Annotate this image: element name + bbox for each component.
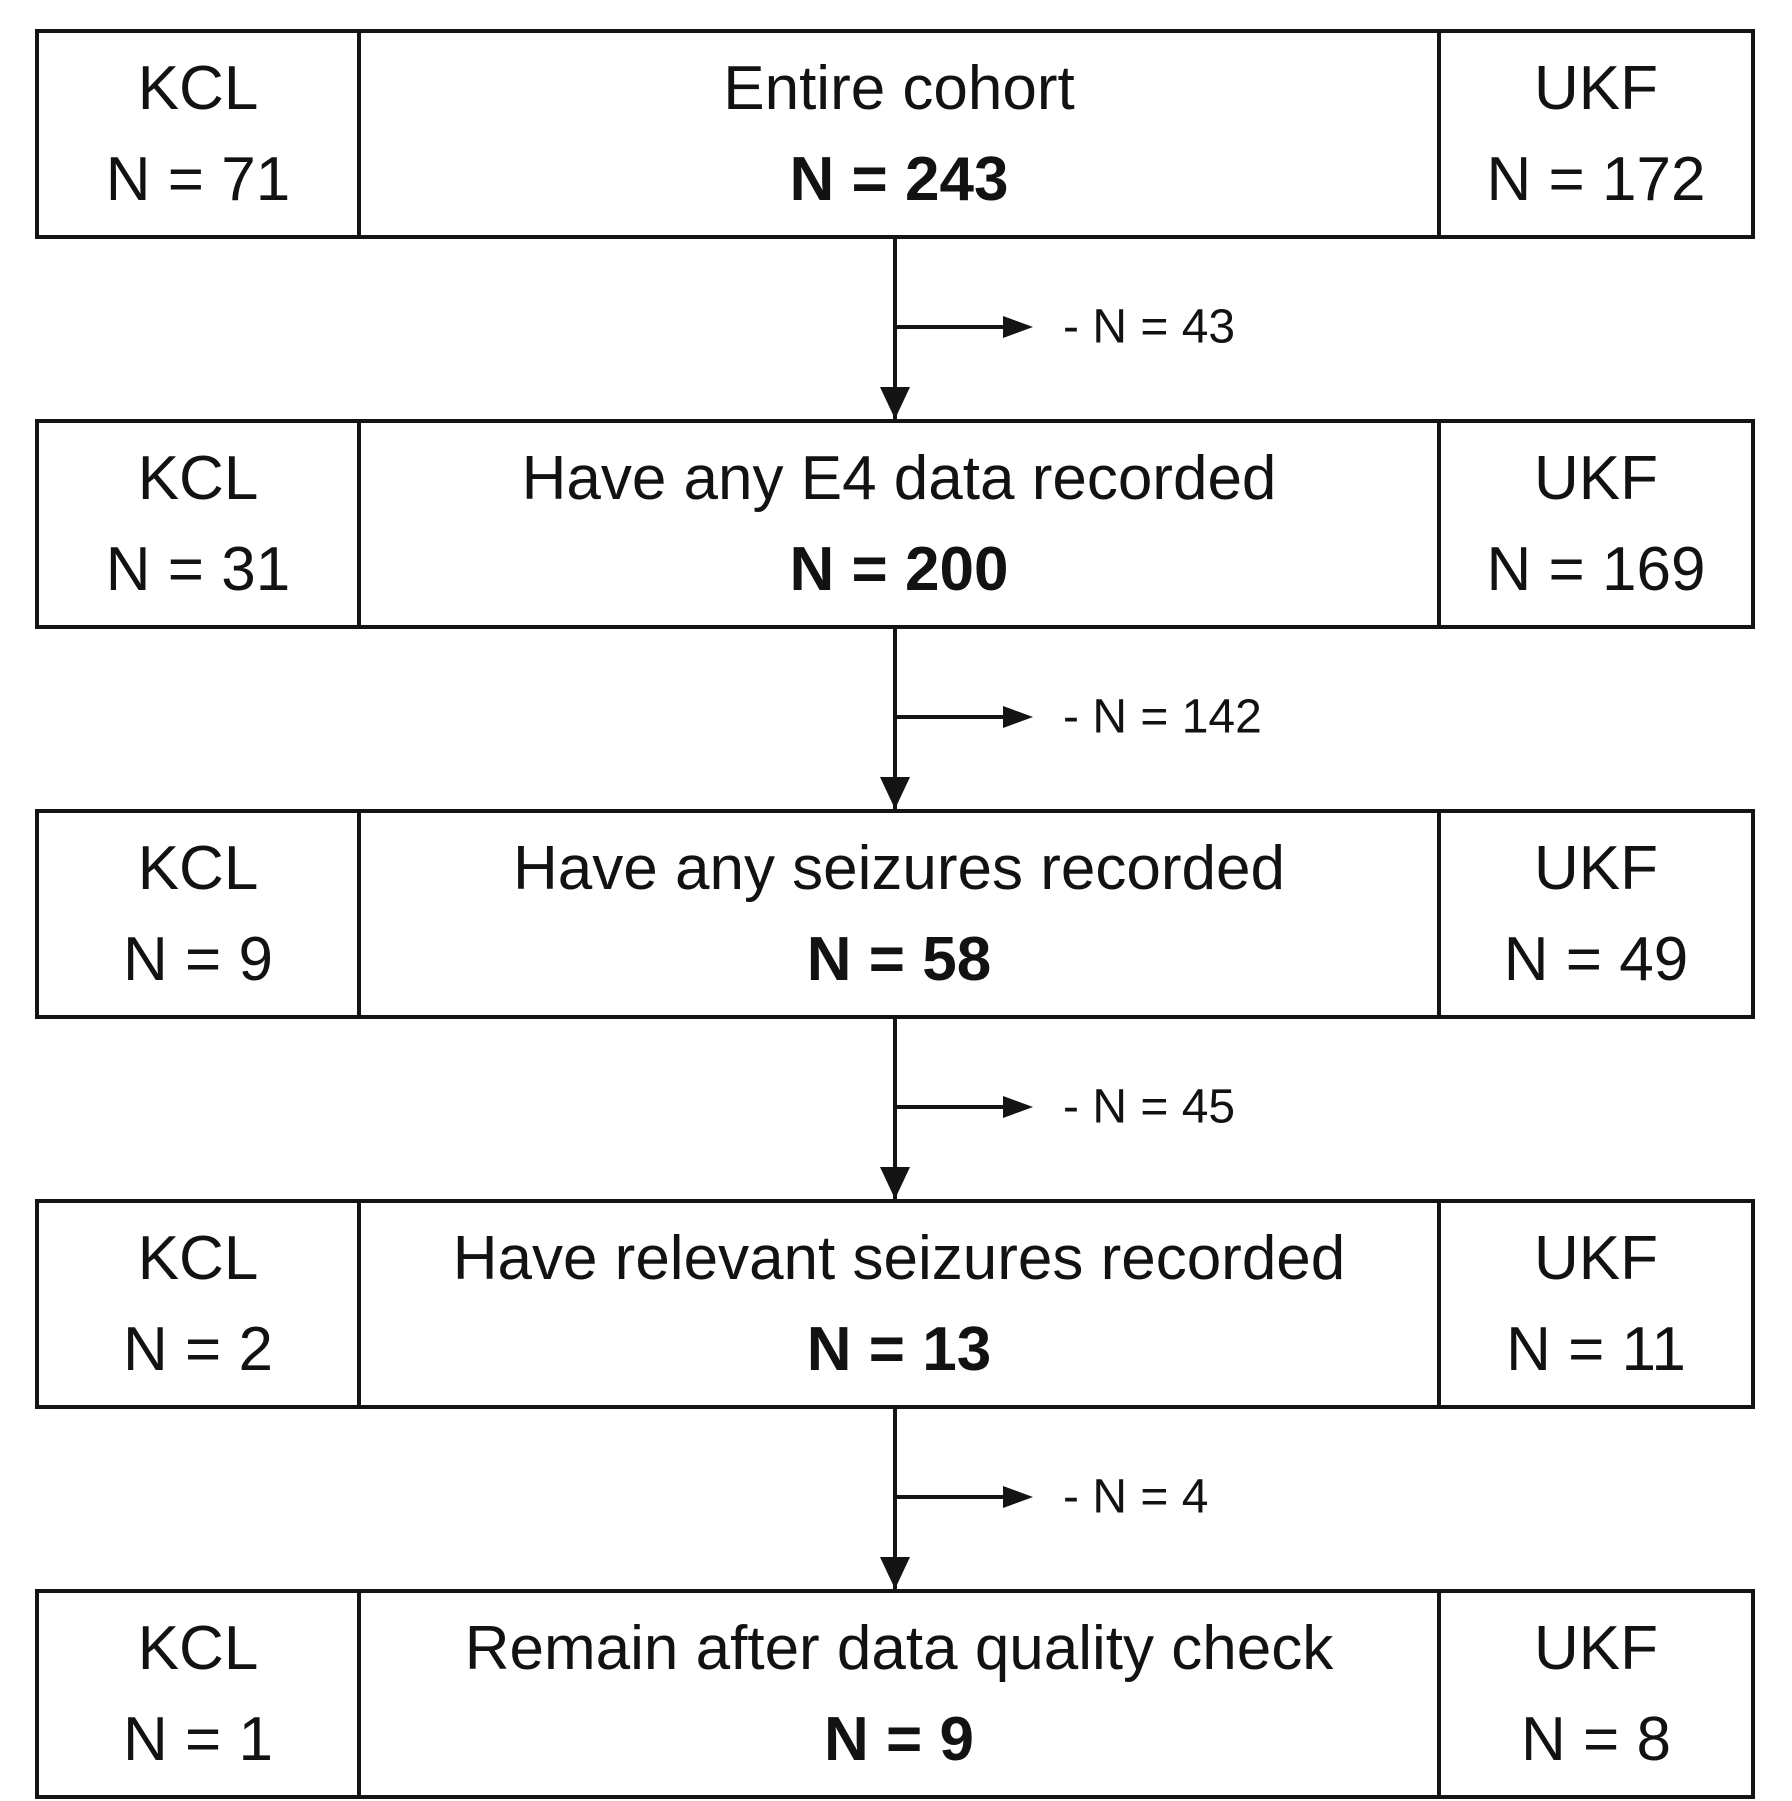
right-arrowhead-icon: [1003, 1486, 1033, 1508]
connector: - N = 142: [35, 629, 1755, 809]
ukf-cell: UKF N = 8: [1437, 1593, 1751, 1795]
right-arrowhead-icon: [1003, 316, 1033, 338]
exclusion-label: - N = 43: [1063, 300, 1236, 354]
kcl-site-label: KCL: [137, 444, 259, 513]
kcl-cell: KCL N = 2: [39, 1203, 361, 1405]
stage-box-entire-cohort: KCL N = 71 Entire cohort N = 243 UKF N =…: [35, 29, 1755, 239]
connector: - N = 45: [35, 1019, 1755, 1199]
ukf-n-value: N = 172: [1486, 145, 1706, 214]
stage-total-n: N = 9: [824, 1705, 974, 1774]
flow-arrow-line: [893, 239, 897, 419]
main-cell: Entire cohort N = 243: [361, 33, 1437, 235]
connector: - N = 4: [35, 1409, 1755, 1589]
kcl-cell: KCL N = 71: [39, 33, 361, 235]
main-cell: Remain after data quality check N = 9: [361, 1593, 1437, 1795]
main-cell: Have any E4 data recorded N = 200: [361, 423, 1437, 625]
stage-box-data-quality: KCL N = 1 Remain after data quality chec…: [35, 1589, 1755, 1799]
ukf-n-value: N = 169: [1486, 535, 1706, 604]
kcl-n-value: N = 1: [123, 1705, 273, 1774]
branch-arrow-line: [895, 715, 1003, 719]
branch-arrow-line: [895, 325, 1003, 329]
ukf-cell: UKF N = 11: [1437, 1203, 1751, 1405]
ukf-site-label: UKF: [1534, 834, 1658, 903]
right-arrowhead-icon: [1003, 706, 1033, 728]
flow-arrow-line: [893, 1409, 897, 1589]
kcl-site-label: KCL: [137, 1224, 259, 1293]
down-arrowhead-icon: [880, 1557, 910, 1589]
ukf-site-label: UKF: [1534, 1614, 1658, 1683]
flow-arrow-line: [893, 629, 897, 809]
stage-box-relevant-seizures: KCL N = 2 Have relevant seizures recorde…: [35, 1199, 1755, 1409]
kcl-n-value: N = 71: [105, 145, 291, 214]
stage-title: Have any seizures recorded: [513, 834, 1285, 903]
stage-title: Entire cohort: [723, 54, 1075, 123]
down-arrowhead-icon: [880, 387, 910, 419]
ukf-n-value: N = 11: [1506, 1315, 1686, 1384]
ukf-cell: UKF N = 172: [1437, 33, 1751, 235]
exclusion-label: - N = 45: [1063, 1080, 1236, 1134]
ukf-n-value: N = 8: [1521, 1705, 1671, 1774]
kcl-n-value: N = 9: [123, 925, 273, 994]
main-cell: Have any seizures recorded N = 58: [361, 813, 1437, 1015]
kcl-site-label: KCL: [137, 834, 259, 903]
kcl-cell: KCL N = 31: [39, 423, 361, 625]
flow-arrow-line: [893, 1019, 897, 1199]
exclusion-label: - N = 142: [1063, 690, 1262, 744]
kcl-site-label: KCL: [137, 54, 259, 123]
kcl-cell: KCL N = 9: [39, 813, 361, 1015]
ukf-n-value: N = 49: [1503, 925, 1689, 994]
kcl-n-value: N = 31: [105, 535, 291, 604]
cohort-flowchart: KCL N = 71 Entire cohort N = 243 UKF N =…: [35, 29, 1755, 1799]
right-arrowhead-icon: [1003, 1096, 1033, 1118]
stage-total-n: N = 58: [806, 925, 992, 994]
stage-box-any-seizures: KCL N = 9 Have any seizures recorded N =…: [35, 809, 1755, 1019]
ukf-cell: UKF N = 169: [1437, 423, 1751, 625]
branch-arrow-line: [895, 1105, 1003, 1109]
stage-title: Have relevant seizures recorded: [452, 1224, 1346, 1293]
main-cell: Have relevant seizures recorded N = 13: [361, 1203, 1437, 1405]
down-arrowhead-icon: [880, 1167, 910, 1199]
down-arrowhead-icon: [880, 777, 910, 809]
stage-total-n: N = 13: [806, 1315, 992, 1384]
ukf-site-label: UKF: [1534, 1224, 1658, 1293]
stage-title: Have any E4 data recorded: [521, 444, 1277, 513]
stage-box-e4-data: KCL N = 31 Have any E4 data recorded N =…: [35, 419, 1755, 629]
kcl-n-value: N = 2: [123, 1315, 273, 1384]
exclusion-label: - N = 4: [1063, 1470, 1209, 1524]
stage-total-n: N = 200: [789, 535, 1009, 604]
stage-total-n: N = 243: [789, 145, 1009, 214]
kcl-cell: KCL N = 1: [39, 1593, 361, 1795]
branch-arrow-line: [895, 1495, 1003, 1499]
stage-title: Remain after data quality check: [464, 1614, 1334, 1683]
kcl-site-label: KCL: [137, 1614, 259, 1683]
connector: - N = 43: [35, 239, 1755, 419]
ukf-site-label: UKF: [1534, 444, 1658, 513]
ukf-site-label: UKF: [1534, 54, 1658, 123]
ukf-cell: UKF N = 49: [1437, 813, 1751, 1015]
